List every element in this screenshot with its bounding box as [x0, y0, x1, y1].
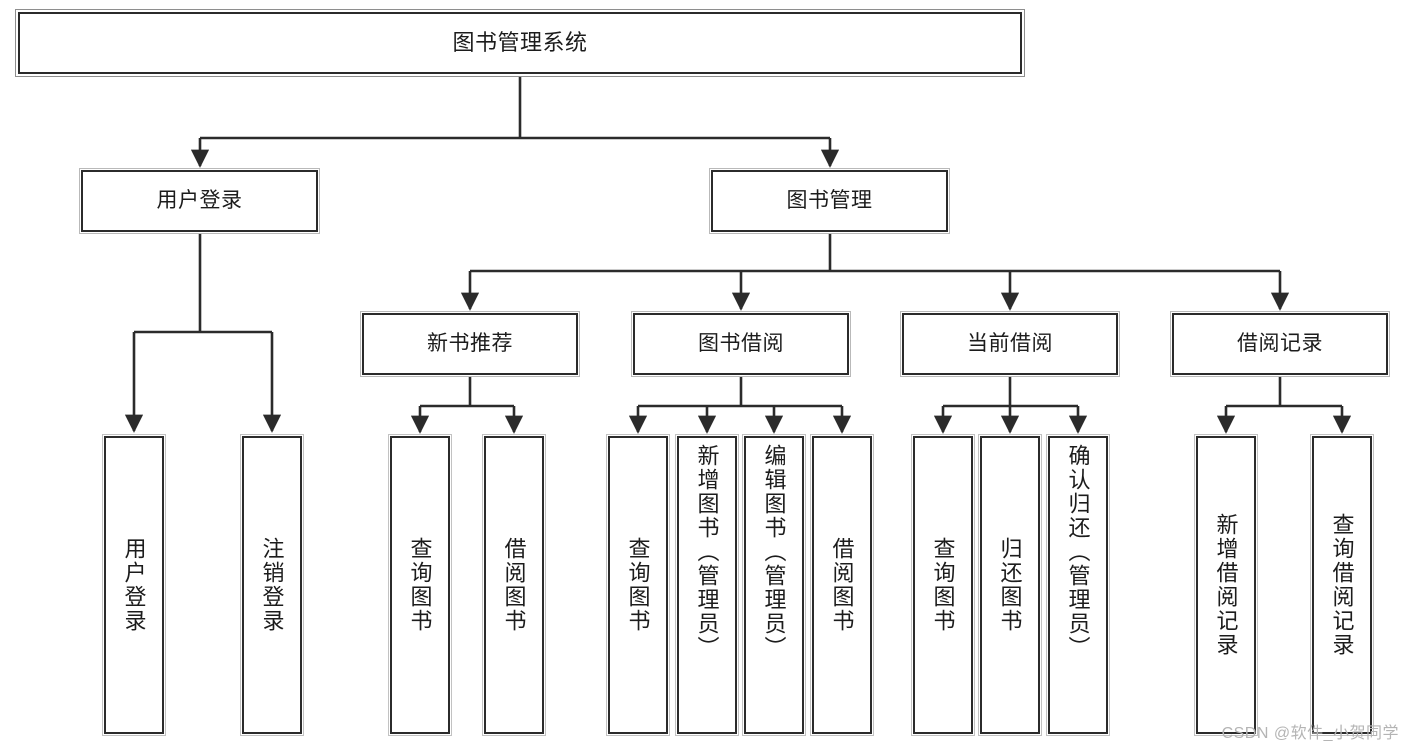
- node-label: 图书管理系统: [452, 30, 588, 56]
- node-label: 查询图书: [930, 537, 956, 633]
- node-leaf-confirm-return-admin[interactable]: 确认归还（管理员）: [1048, 436, 1108, 734]
- node-label: 图书借阅: [698, 331, 784, 355]
- node-leaf-logout[interactable]: 注销登录: [242, 436, 302, 734]
- node-label: 新增借阅记录: [1213, 513, 1239, 657]
- node-label: 借阅记录: [1237, 331, 1323, 355]
- node-leaf-query-book-current[interactable]: 查询图书: [913, 436, 973, 734]
- node-leaf-borrow-book-recommend[interactable]: 借阅图书: [484, 436, 544, 734]
- node-leaf-query-book-recommend[interactable]: 查询图书: [390, 436, 450, 734]
- node-label: 查询图书: [625, 537, 651, 633]
- node-book-management[interactable]: 图书管理: [711, 170, 948, 232]
- node-leaf-user-login[interactable]: 用户登录: [104, 436, 164, 734]
- node-leaf-edit-book-admin[interactable]: 编辑图书（管理员）: [744, 436, 804, 734]
- node-label: 查询借阅记录: [1329, 513, 1355, 657]
- node-root-book-management-system[interactable]: 图书管理系统: [18, 12, 1022, 74]
- node-label: 注销登录: [259, 537, 285, 633]
- node-label: 编辑图书（管理员）: [761, 444, 787, 660]
- node-leaf-add-borrow-record[interactable]: 新增借阅记录: [1196, 436, 1256, 734]
- node-label: 归还图书: [997, 537, 1023, 633]
- node-leaf-return-book[interactable]: 归还图书: [980, 436, 1040, 734]
- node-label: 当前借阅: [967, 331, 1053, 355]
- node-label: 借阅图书: [501, 537, 527, 633]
- node-label: 图书管理: [786, 188, 873, 212]
- node-label: 查询图书: [407, 537, 433, 633]
- node-leaf-query-book-borrow[interactable]: 查询图书: [608, 436, 668, 734]
- node-label: 用户登录: [121, 537, 147, 633]
- node-book-borrowing[interactable]: 图书借阅: [633, 313, 849, 375]
- node-label: 借阅图书: [829, 537, 855, 633]
- node-leaf-query-borrow-record[interactable]: 查询借阅记录: [1312, 436, 1372, 734]
- node-new-book-recommendation[interactable]: 新书推荐: [362, 313, 578, 375]
- node-user-login[interactable]: 用户登录: [81, 170, 318, 232]
- node-label: 用户登录: [156, 188, 243, 212]
- node-leaf-add-book-admin[interactable]: 新增图书（管理员）: [677, 436, 737, 734]
- node-label: 新书推荐: [427, 331, 513, 355]
- node-label: 新增图书（管理员）: [694, 444, 720, 660]
- node-leaf-borrow-book[interactable]: 借阅图书: [812, 436, 872, 734]
- watermark-text: CSDN @软件_小贺同学: [1221, 725, 1399, 742]
- node-borrowing-record[interactable]: 借阅记录: [1172, 313, 1388, 375]
- node-label: 确认归还（管理员）: [1065, 444, 1091, 660]
- node-current-borrowing[interactable]: 当前借阅: [902, 313, 1118, 375]
